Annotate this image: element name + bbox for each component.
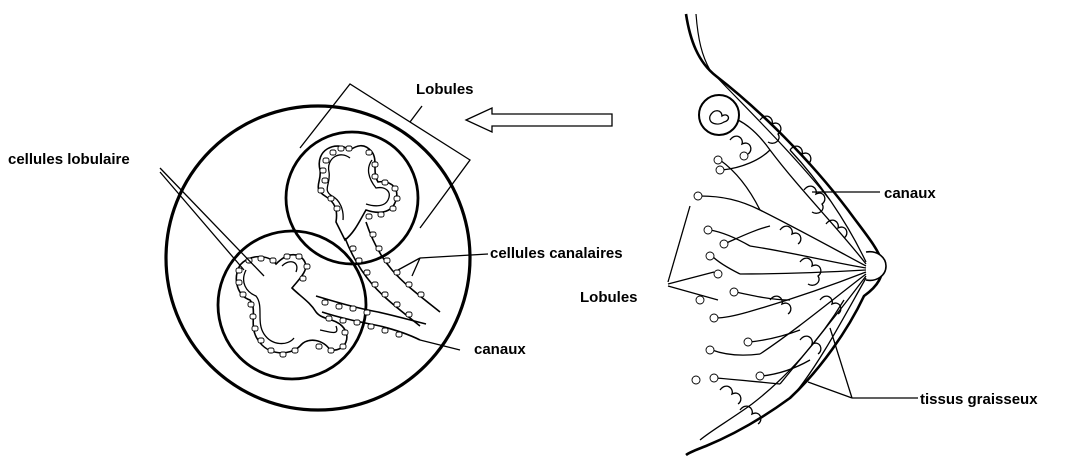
upper-lobule-lumen	[318, 146, 397, 240]
label-canaux-left: canaux	[474, 341, 526, 358]
label-canaux-right: canaux	[884, 185, 936, 202]
breast-profile	[668, 14, 918, 455]
lobule-highlight-circle	[699, 95, 739, 135]
nipple	[866, 252, 886, 281]
label-cellules-lobulaire: cellules lobulaire	[8, 151, 130, 168]
label-tissus-graisseux: tissus graisseux	[920, 391, 1038, 408]
magnified-lobule-view	[166, 84, 470, 410]
label-lobules-right: Lobules	[580, 289, 638, 306]
lower-lobule-cells	[236, 254, 348, 357]
label-cellules-canalaires: cellules canalaires	[490, 245, 623, 262]
magnify-arrow	[466, 108, 612, 132]
lower-lobule-capsule	[218, 231, 366, 379]
fatty-tissue	[720, 116, 847, 424]
skin-outline	[686, 14, 882, 455]
upper-lobule-cells	[318, 146, 400, 219]
milk-ducts	[700, 120, 866, 392]
label-lobules-top: Lobules	[416, 81, 474, 98]
